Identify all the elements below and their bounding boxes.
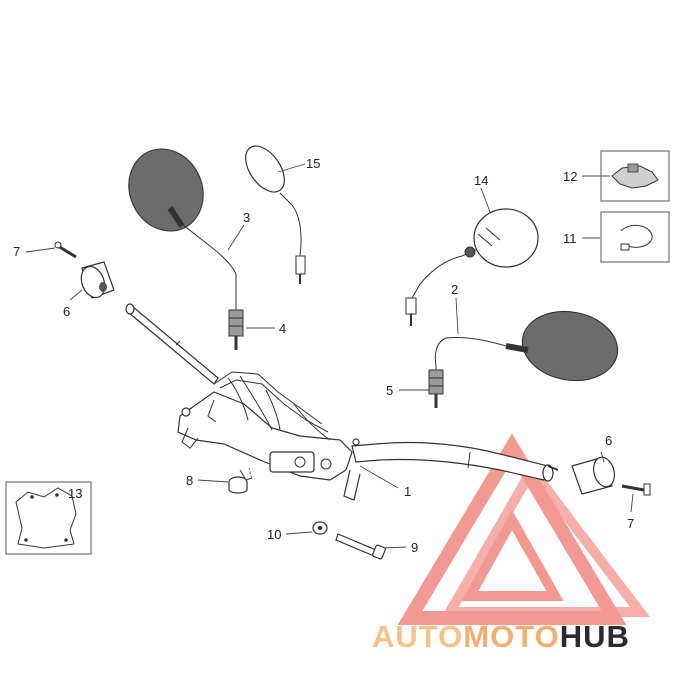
- watermark-part1: AUTO: [372, 619, 463, 654]
- bar-end-6-right: [571, 456, 616, 495]
- watermark-part2: MOTO: [463, 619, 559, 654]
- washer-10: [312, 521, 328, 535]
- mirror-2-right: [428, 310, 619, 408]
- watermark-part3: HUB: [560, 619, 630, 654]
- callout-8: 8: [186, 473, 193, 488]
- bolt-9: [335, 533, 386, 560]
- callout-labels: 1 2 3 4 5 6 6 7 7 8 9 10 11 12 13 14 15: [13, 156, 634, 555]
- callout-7-left: 7: [13, 244, 20, 259]
- callout-10: 10: [267, 527, 281, 542]
- part-13-box: [5, 481, 92, 555]
- svg-text:AUTOMOTOHUB: AUTOMOTOHUB: [372, 619, 630, 654]
- mirror-15: [245, 145, 306, 284]
- part-12-box: [600, 150, 670, 202]
- callout-14: 14: [474, 173, 488, 188]
- part-11-box: [600, 211, 670, 263]
- leader-lines: [25, 163, 634, 549]
- watermark-text: AUTOMOTOHUB: [372, 619, 630, 654]
- handlebar-1: [125, 303, 559, 501]
- callout-6-left: 6: [63, 304, 70, 319]
- callout-11: 11: [563, 231, 577, 246]
- callout-2: 2: [451, 282, 458, 297]
- bolt-7-right: [621, 483, 651, 496]
- mirror-14: [405, 208, 539, 326]
- watermark-logo: [397, 433, 651, 625]
- callout-7-right: 7: [627, 516, 634, 531]
- callout-12: 12: [563, 169, 577, 184]
- rubber-8: [228, 467, 253, 494]
- callout-1: 1: [404, 484, 411, 499]
- callout-6-right: 6: [605, 433, 612, 448]
- callout-5: 5: [386, 383, 393, 398]
- callout-3: 3: [243, 210, 250, 225]
- mirror-3-left: [128, 148, 244, 350]
- bolt-7-left: [54, 241, 77, 259]
- callout-13: 13: [68, 486, 82, 501]
- callout-15: 15: [306, 156, 320, 171]
- callout-4: 4: [279, 321, 286, 336]
- callout-9: 9: [411, 540, 418, 555]
- bar-end-6-left: [80, 261, 115, 299]
